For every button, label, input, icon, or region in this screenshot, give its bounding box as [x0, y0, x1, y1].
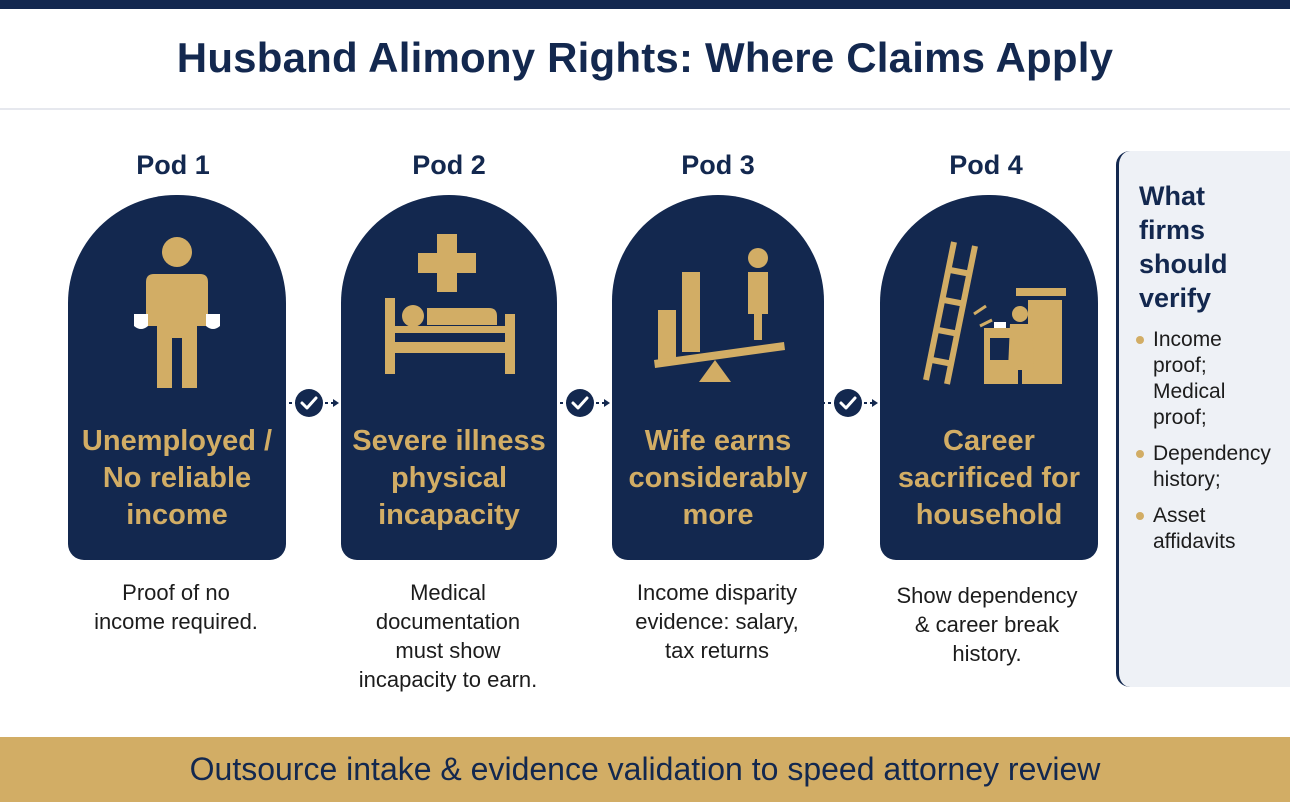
pod-3-label: Pod 3: [681, 150, 755, 180]
pod-3-title: Wife earns considerably more: [628, 425, 808, 531]
footer-banner: Outsource intake & evidence validation t…: [0, 737, 1290, 802]
hospital-bed-icon: [385, 234, 515, 374]
title-divider: [0, 108, 1290, 110]
verification-title: What firms should verify: [1139, 181, 1228, 313]
verification-panel: What firms should verify Income proof; M…: [1116, 151, 1290, 687]
verification-item-text: Asset affidavits: [1153, 504, 1236, 553]
verification-item-text: Dependency history;: [1153, 442, 1271, 491]
connector-check-icon: [822, 389, 878, 417]
page-title: Husband Alimony Rights: Where Claims App…: [176, 34, 1114, 81]
top-accent-bar: [0, 0, 1290, 9]
broken-ladder-kitchen-icon: [923, 241, 1066, 385]
connector-check-icon: [283, 389, 339, 417]
verification-item: Asset affidavits: [1133, 503, 1290, 555]
pod-2-title: Severe illness physical incapacity: [352, 425, 546, 531]
pod-1-description: Proof of no income required.: [94, 580, 258, 634]
pod-1-title: Unemployed / No reliable income: [81, 425, 273, 531]
pod-2-label: Pod 2: [412, 150, 486, 180]
pod-3-description: Income disparity evidence: salary, tax r…: [635, 580, 799, 663]
pod-4-title: Career sacrificed for household: [897, 425, 1081, 531]
verification-list: Income proof; Medical proof; Dependency …: [1133, 327, 1290, 565]
bullet-icon: [1136, 512, 1144, 520]
pod-2-description: Medical documentation must show incapaci…: [358, 580, 538, 692]
pod-4-label: Pod 4: [949, 150, 1023, 180]
pod-1-card: Unemployed / No reliable income: [68, 195, 286, 560]
verification-item: Dependency history;: [1133, 441, 1290, 493]
empty-pockets-person-icon: [134, 237, 220, 388]
verification-item: Income proof; Medical proof;: [1133, 327, 1290, 431]
connector-check-icon: [554, 389, 610, 417]
pod-4-description: Show dependency & career break history.: [896, 583, 1078, 666]
bullet-icon: [1136, 336, 1144, 344]
pod-4-card: Career sacrificed for household: [880, 195, 1098, 560]
pod-2-card: Severe illness physical incapacity: [341, 195, 557, 560]
verification-item-text: Income proof; Medical proof;: [1153, 328, 1226, 429]
pod-3-card: Wife earns considerably more: [612, 195, 824, 560]
income-scale-icon: [654, 248, 785, 382]
pod-1-label: Pod 1: [136, 150, 210, 180]
footer-text: Outsource intake & evidence validation t…: [189, 751, 1101, 787]
bullet-icon: [1136, 450, 1144, 458]
